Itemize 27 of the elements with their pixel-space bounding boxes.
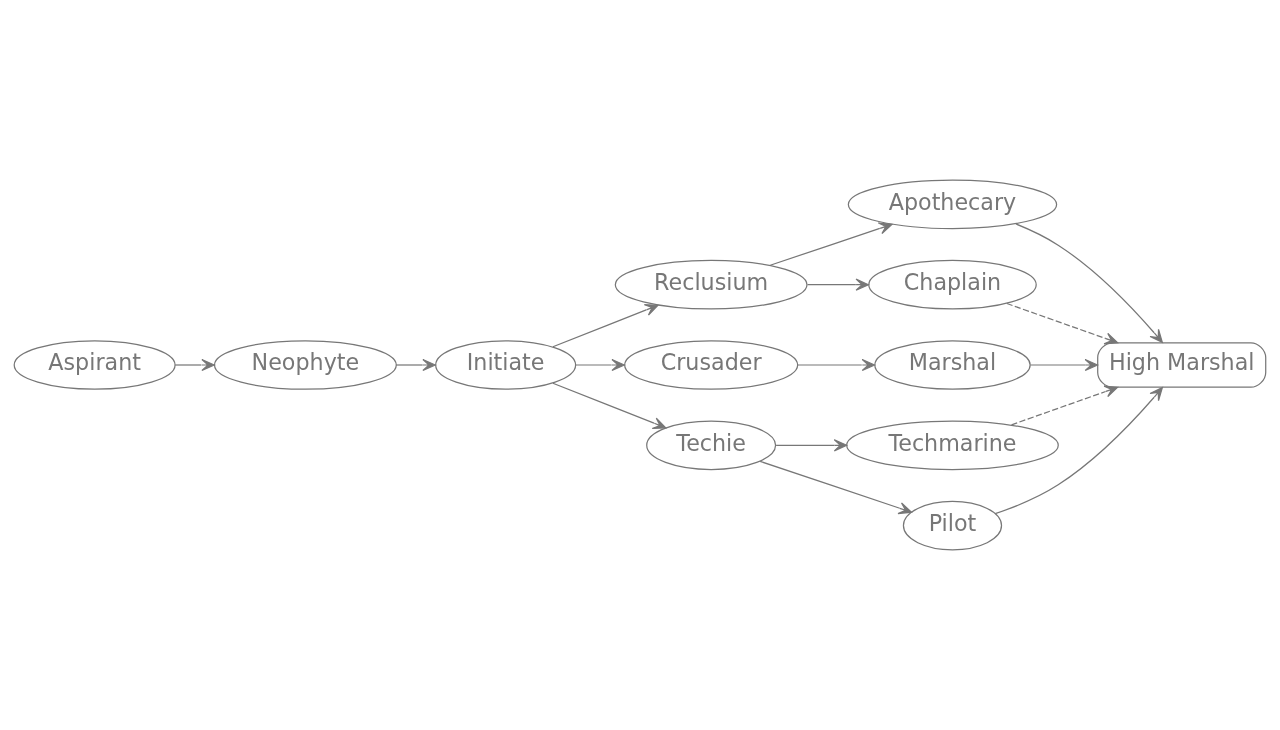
arrow: [1015, 223, 1163, 343]
node-ellipse: Marshal: [874, 340, 1031, 390]
node-ellipse: Chaplain: [868, 259, 1037, 310]
arrow: [769, 222, 893, 266]
node-ellipse: Pilot: [902, 500, 1003, 551]
node-ellipse: Techie: [646, 420, 777, 471]
arrow: [994, 387, 1163, 515]
arrow: [552, 304, 659, 348]
node-ellipse: Initiate: [435, 340, 577, 390]
node-ellipse: Neophyte: [213, 340, 397, 390]
node-ellipse: Crusader: [624, 340, 799, 390]
node-ellipse: Reclusium: [614, 259, 808, 310]
node-ellipse: Techmarine: [846, 420, 1059, 471]
arrow: [1029, 358, 1099, 372]
arrow: [806, 278, 870, 291]
arrow: [759, 460, 913, 515]
arrow: [395, 358, 436, 372]
node-ellipse: Aspirant: [13, 340, 176, 390]
node-ellipse: Apothecary: [847, 179, 1058, 230]
arrow: [1006, 302, 1119, 345]
arrow: [552, 382, 667, 430]
arrow: [775, 439, 848, 452]
arrow: [174, 358, 215, 372]
arrow: [1010, 385, 1119, 426]
arrow: [797, 358, 876, 372]
arrow: [575, 358, 625, 372]
node-box: High Marshal: [1097, 342, 1267, 388]
